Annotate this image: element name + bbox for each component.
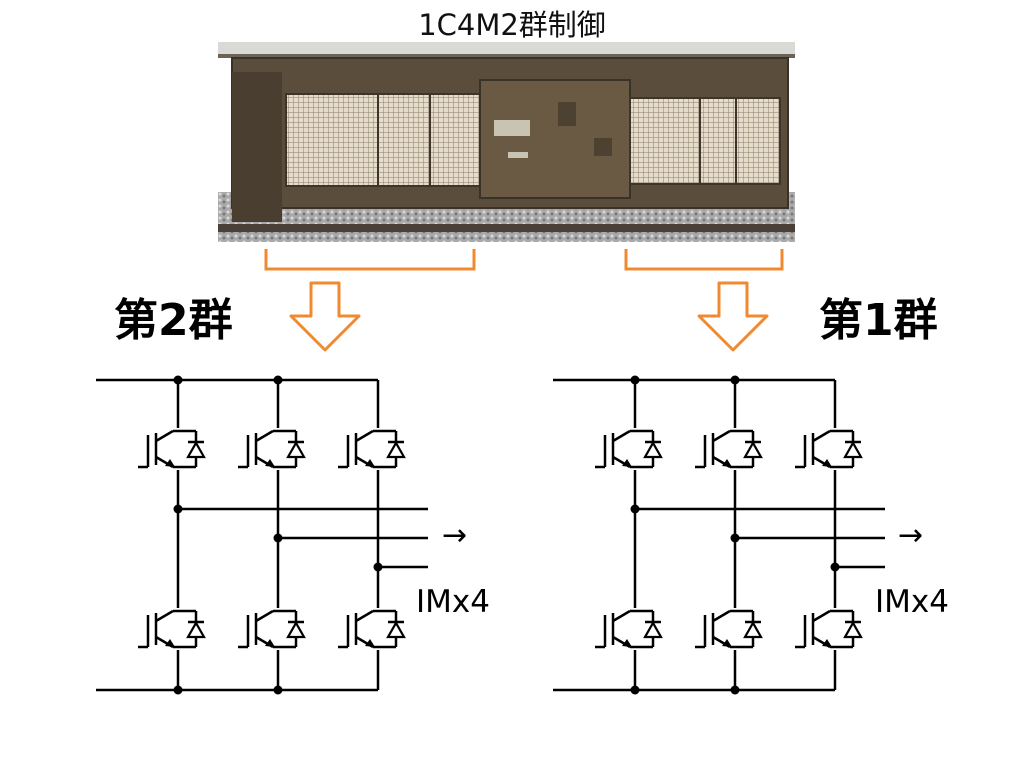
emitter-arrow-icon bbox=[165, 639, 175, 647]
emitter-arrow-icon bbox=[822, 459, 832, 467]
igbt-switch-icon bbox=[238, 429, 306, 469]
diode-icon bbox=[386, 620, 406, 639]
diode-icon bbox=[843, 440, 863, 459]
collector-lead bbox=[712, 609, 731, 623]
collector-lead bbox=[812, 609, 831, 623]
igbt-switch-icon bbox=[695, 609, 763, 649]
junction-dot bbox=[730, 685, 740, 695]
diode-icon bbox=[386, 440, 406, 459]
motor-label-group-1: IMx4 bbox=[875, 584, 949, 620]
collector-lead bbox=[612, 609, 631, 623]
output-arrow-group-2: → bbox=[442, 518, 468, 553]
emitter-arrow-icon bbox=[265, 639, 275, 647]
diode-icon bbox=[843, 620, 863, 639]
igbt-switch-icon bbox=[795, 429, 863, 469]
emitter-arrow-icon bbox=[722, 459, 732, 467]
diagram-title: 1C4M2群制御 bbox=[418, 8, 606, 42]
inverter-circuit-group-1 bbox=[553, 375, 885, 695]
emitter-arrow-icon bbox=[722, 639, 732, 647]
junction-dot bbox=[173, 685, 183, 695]
collector-lead bbox=[712, 429, 731, 443]
collector-lead bbox=[355, 429, 374, 443]
emitter-arrow-icon bbox=[365, 639, 375, 647]
junction-dot bbox=[730, 375, 740, 385]
diode-icon bbox=[286, 440, 306, 459]
motor-label-group-2: IMx4 bbox=[416, 584, 490, 620]
junction-dot bbox=[273, 533, 283, 543]
left-grille-group bbox=[285, 93, 481, 187]
junction-dot bbox=[630, 685, 640, 695]
emitter-arrow-icon bbox=[365, 459, 375, 467]
junction-dot bbox=[273, 375, 283, 385]
junction-dot bbox=[373, 562, 383, 572]
diode-icon bbox=[743, 440, 763, 459]
igbt-switch-icon bbox=[595, 429, 663, 469]
diode-icon bbox=[186, 620, 206, 639]
igbt-switch-icon bbox=[338, 429, 406, 469]
junction-dot bbox=[273, 685, 283, 695]
collector-lead bbox=[255, 429, 274, 443]
bracket-group-2 bbox=[264, 249, 476, 271]
collector-lead bbox=[255, 609, 274, 623]
diode-icon bbox=[743, 620, 763, 639]
output-arrow-group-1: → bbox=[898, 518, 924, 553]
igbt-switch-icon bbox=[795, 609, 863, 649]
diode-icon bbox=[286, 620, 306, 639]
diode-icon bbox=[643, 440, 663, 459]
junction-dot bbox=[630, 375, 640, 385]
emitter-arrow-icon bbox=[165, 459, 175, 467]
collector-lead bbox=[612, 429, 631, 443]
junction-dot bbox=[730, 533, 740, 543]
bracket-group-1 bbox=[624, 249, 784, 271]
igbt-switch-icon bbox=[595, 609, 663, 649]
collector-lead bbox=[355, 609, 374, 623]
junction-dot bbox=[630, 504, 640, 514]
down-arrow-group-1 bbox=[697, 281, 769, 352]
igbt-switch-icon bbox=[138, 429, 206, 469]
group-2-label: 第2群 bbox=[114, 295, 233, 346]
collector-lead bbox=[155, 609, 174, 623]
igbt-switch-icon bbox=[138, 609, 206, 649]
down-arrow-group-2 bbox=[289, 281, 361, 352]
inverter-photo bbox=[218, 42, 795, 242]
inverter-circuit-group-2 bbox=[96, 375, 428, 695]
igbt-switch-icon bbox=[238, 609, 306, 649]
junction-dot bbox=[830, 562, 840, 572]
emitter-arrow-icon bbox=[622, 459, 632, 467]
emitter-arrow-icon bbox=[822, 639, 832, 647]
group-1-label: 第1群 bbox=[819, 295, 938, 346]
emitter-arrow-icon bbox=[622, 639, 632, 647]
junction-dot bbox=[173, 504, 183, 514]
igbt-switch-icon bbox=[695, 429, 763, 469]
diode-icon bbox=[186, 440, 206, 459]
igbt-switch-icon bbox=[338, 609, 406, 649]
diode-icon bbox=[643, 620, 663, 639]
collector-lead bbox=[812, 429, 831, 443]
right-grille-group bbox=[629, 97, 781, 185]
collector-lead bbox=[155, 429, 174, 443]
emitter-arrow-icon bbox=[265, 459, 275, 467]
junction-dot bbox=[173, 375, 183, 385]
